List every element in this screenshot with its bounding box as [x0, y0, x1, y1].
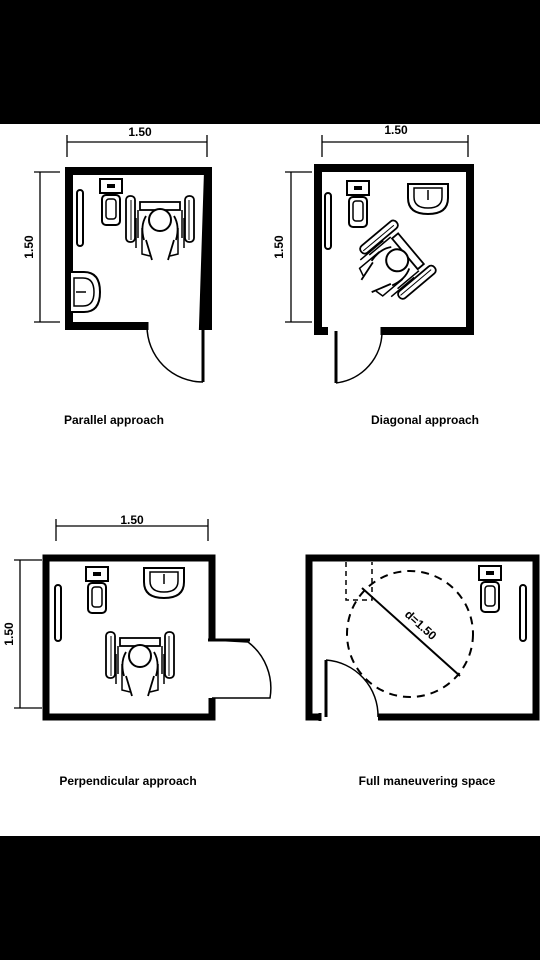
door — [324, 659, 379, 718]
dimension-lines: 1.50 1.50 — [272, 124, 469, 323]
grab-bar-icon — [54, 584, 62, 642]
toilet-icon — [346, 180, 370, 228]
caption-diagonal: Diagonal approach — [371, 413, 479, 427]
dimension-lines: 1.50 1.50 — [22, 125, 208, 323]
sink-icon — [69, 271, 101, 313]
plan-perpendicular: 1.50 1.50 Perpendicular approach — [2, 513, 272, 788]
width-dimension-label: 1.50 — [128, 125, 152, 139]
toilet-icon — [99, 178, 123, 226]
height-dimension-label: 1.50 — [2, 622, 16, 646]
sink-icon — [143, 567, 185, 599]
toilet-icon — [478, 565, 502, 613]
caption-parallel: Parallel approach — [64, 413, 164, 427]
top-black-bar — [0, 0, 540, 124]
wheelchair-icon — [105, 631, 175, 697]
sink-outline-dashed — [345, 562, 373, 601]
plan-diagonal: 1.50 1.50 Diagonal approach — [272, 124, 479, 427]
diameter-label: d=1.50 — [402, 607, 440, 643]
wheelchair-icon — [125, 195, 195, 261]
diagram-area: 1.50 1.50 Parallel approach — [0, 124, 540, 836]
bathroom-plans-svg: 1.50 1.50 Parallel approach — [2, 124, 540, 788]
toilet-icon — [85, 566, 109, 614]
top-wall — [65, 167, 212, 175]
room-walls — [65, 170, 212, 330]
caption-full-maneuvering: Full maneuvering space — [359, 774, 496, 788]
caption-perpendicular: Perpendicular approach — [59, 774, 196, 788]
height-dimension-label: 1.50 — [272, 235, 286, 259]
door — [211, 638, 272, 699]
grab-bar-icon — [324, 192, 332, 250]
grab-bar-icon — [76, 189, 84, 247]
sink-icon — [407, 183, 449, 215]
plan-parallel: 1.50 1.50 Parallel approach — [22, 125, 212, 427]
door — [146, 325, 205, 383]
door — [334, 330, 383, 384]
width-dimension-label: 1.50 — [384, 124, 408, 137]
room-walls — [42, 554, 216, 721]
grab-bar-icon — [519, 584, 527, 642]
turning-circle — [346, 570, 474, 698]
width-dimension-label: 1.50 — [120, 513, 144, 527]
bottom-black-bar — [0, 836, 540, 960]
wheelchair-icon — [343, 217, 439, 314]
diameter-line — [361, 587, 461, 677]
height-dimension-label: 1.50 — [22, 235, 36, 259]
room-walls — [305, 554, 540, 721]
dimension-lines: 1.50 1.50 — [2, 513, 209, 709]
room-walls — [314, 164, 474, 335]
plan-full-maneuvering: d=1.50 Full maneuvering space — [305, 554, 540, 788]
